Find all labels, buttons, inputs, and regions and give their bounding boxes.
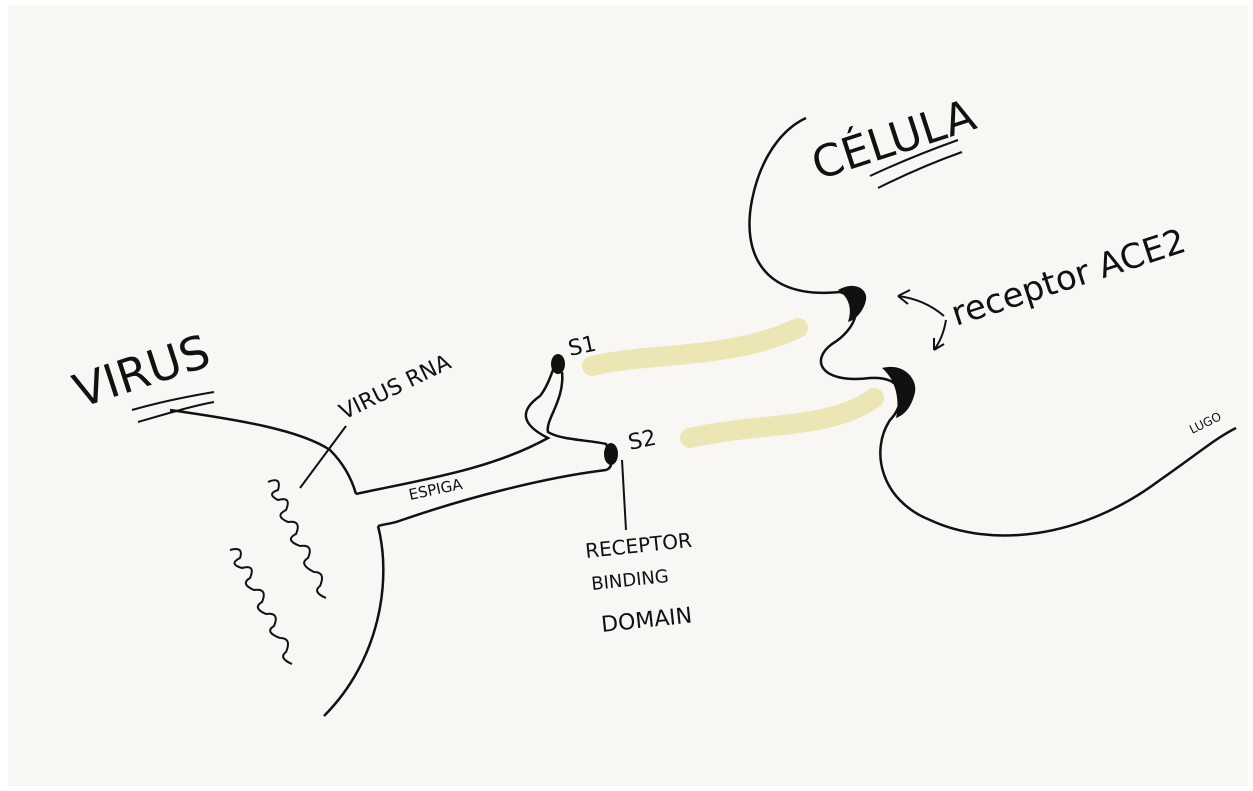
highlight-band-lower <box>680 388 884 448</box>
rna-coil-1 <box>267 479 327 599</box>
celula-underline <box>869 139 959 177</box>
label-receptor-ace2: receptor ACE2 <box>946 221 1190 334</box>
receptor-arrow-upper-head <box>897 289 911 305</box>
label-s2: S2 <box>626 426 659 456</box>
signature: LUGO <box>1187 409 1223 436</box>
label-rbd-line2: BINDING <box>590 566 669 595</box>
receptor-arrow-lower-head <box>933 338 945 351</box>
label-celula: CÉLULA <box>805 88 982 191</box>
rbd-pointer <box>621 459 627 531</box>
virus-outline <box>169 408 358 495</box>
cell-outline <box>748 116 1237 537</box>
receptor-arrow-lower <box>933 319 947 351</box>
virus-underline <box>131 391 215 411</box>
highlight-band-upper <box>582 318 808 376</box>
receptor-blob-lower <box>882 366 916 418</box>
s2-tip <box>604 443 618 465</box>
paper-sheet <box>8 6 1248 786</box>
label-espiga: ESPIGA <box>407 475 465 504</box>
celula-underline-2 <box>877 151 963 189</box>
label-rbd-line3: DOMAIN <box>600 604 693 638</box>
rna-pointer <box>299 425 347 489</box>
s1-tip <box>551 354 565 374</box>
virus-outline-lower <box>323 525 385 717</box>
rna-coil-2 <box>229 548 293 665</box>
label-virus: VIRUS <box>67 324 217 419</box>
receptor-arrow-upper <box>897 295 945 317</box>
label-virus-rna: VIRUS RNA <box>336 350 455 425</box>
spike-outline <box>355 361 613 528</box>
label-s1: S1 <box>566 332 599 362</box>
label-rbd-line1: RECEPTOR <box>584 528 693 563</box>
virus-underline-2 <box>137 401 215 423</box>
receptor-blob-upper <box>838 285 867 322</box>
